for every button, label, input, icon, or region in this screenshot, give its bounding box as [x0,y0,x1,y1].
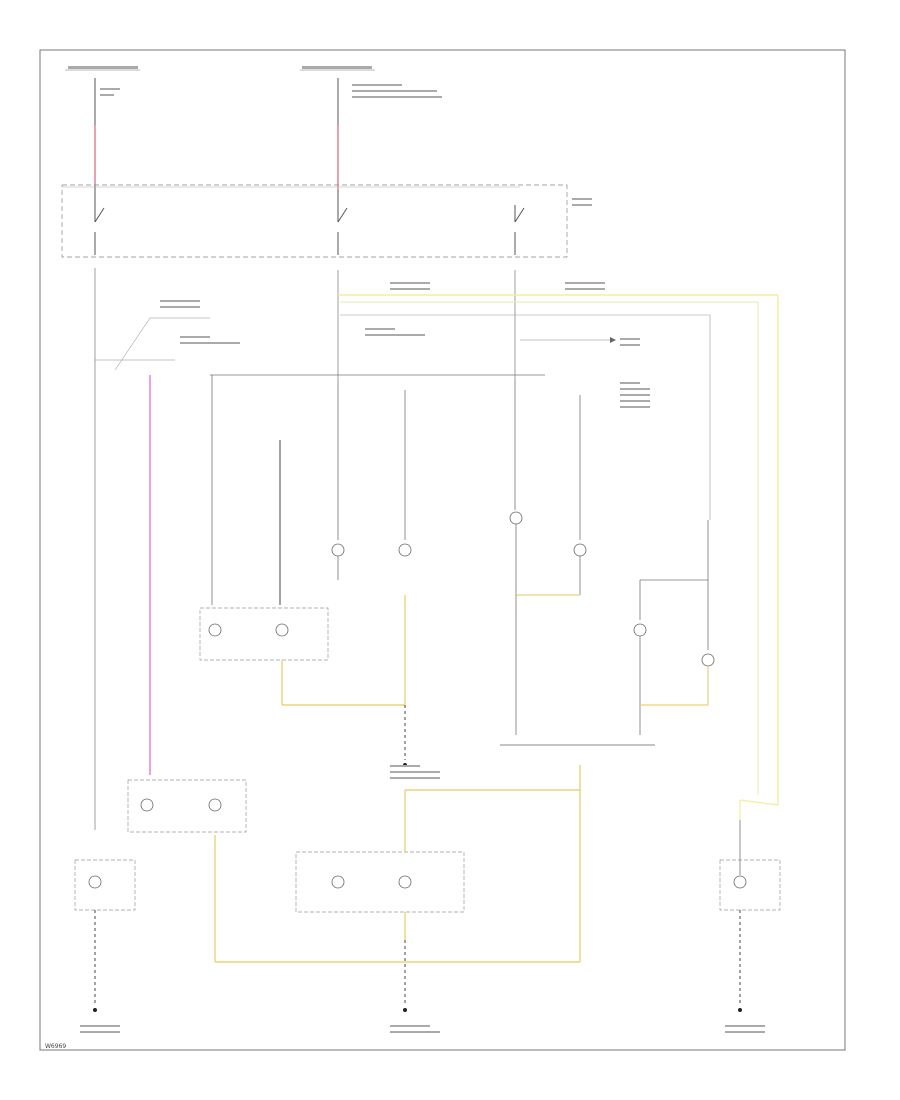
bulb-upper-2 [398,543,412,557]
switch-contact-3 [514,205,525,255]
lamp-left-outer [74,859,136,911]
ground-point-left [93,1008,97,1012]
light-switch-box [61,184,568,258]
lamp-assembly-center-lower [295,851,465,913]
bulb-upper-1 [331,543,345,557]
bulb-upper-4 [573,543,587,557]
wire-light-yellow-run [338,294,779,820]
ground-point-center [403,1008,407,1012]
switch-contact-2 [337,205,348,255]
faint-labels [68,66,765,1033]
switch-contact-1 [94,205,105,255]
bulb-upper-3 [509,511,523,525]
lamp-assembly-left-mid [199,607,329,661]
wire-yellow-mid [281,595,406,706]
footer-code: W6969 [45,1043,66,1050]
diagram-border [39,49,846,1051]
lamp-assembly-left-lower [127,779,247,833]
ground-point-right [738,1008,742,1012]
wire-yellow-lower [214,765,581,963]
lamp-right-outer [719,859,781,911]
